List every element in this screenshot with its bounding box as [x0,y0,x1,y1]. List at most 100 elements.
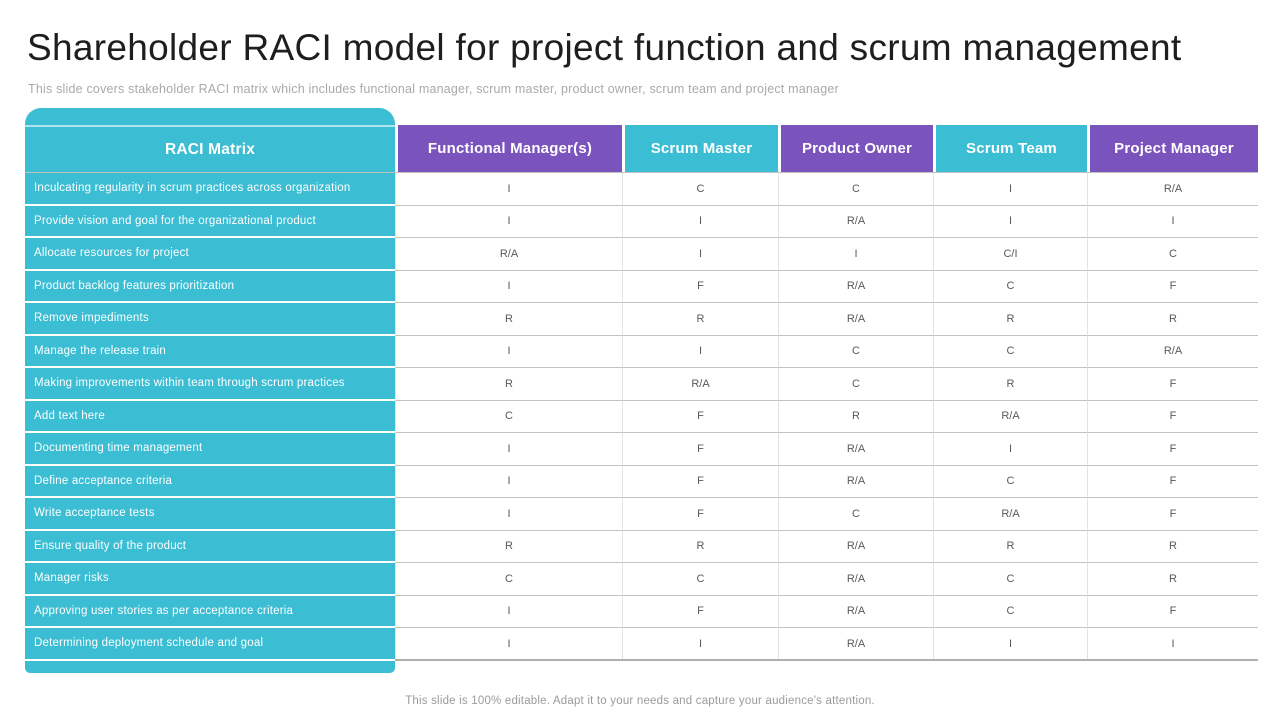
raci-cell: R [395,368,622,401]
table-row: Inculcating regularity in scrum practice… [25,173,1258,206]
table-header-row: RACI Matrix Functional Manager(s) Scrum … [25,125,1258,172]
row-label: Ensure quality of the product [25,530,395,563]
column-header-product-owner: Product Owner [778,125,933,172]
table-row: Write acceptance tests I F C R/A F [25,498,1258,531]
raci-cell: R [778,400,933,433]
row-label: Product backlog features prioritization [25,270,395,303]
slide-subtitle: This slide covers stakeholder RACI matri… [28,82,839,96]
raci-cell: C [933,335,1087,368]
raci-cell: R/A [622,368,778,401]
raci-cell: R/A [395,238,622,271]
row-label: Making improvements within team through … [25,368,395,401]
raci-cell: R [395,530,622,563]
row-label: Provide vision and goal for the organiza… [25,205,395,238]
row-label: Add text here [25,400,395,433]
row-label: Approving user stories as per acceptance… [25,595,395,628]
raci-cell: I [395,498,622,531]
raci-cell: C [778,173,933,206]
raci-cell: R [1087,530,1258,563]
raci-cell: I [622,628,778,661]
column-header-scrum-master: Scrum Master [622,125,778,172]
raci-matrix-table: RACI Matrix Functional Manager(s) Scrum … [25,108,1258,673]
raci-cell: F [622,595,778,628]
raci-cell: I [395,173,622,206]
raci-cell: R/A [778,628,933,661]
raci-cell: R/A [778,303,933,336]
raci-cell: C [395,400,622,433]
raci-cell: R/A [933,400,1087,433]
raci-cell: C [778,335,933,368]
row-label: Inculcating regularity in scrum practice… [25,173,395,206]
raci-cell: F [1087,433,1258,466]
raci-cell: I [933,628,1087,661]
raci-cell: R [1087,303,1258,336]
raci-cell: R [622,303,778,336]
table-row: Determining deployment schedule and goal… [25,628,1258,661]
slide-title: Shareholder RACI model for project funct… [27,27,1182,68]
table-row: Ensure quality of the product R R R/A R … [25,530,1258,563]
raci-cell: R/A [778,270,933,303]
table-row: Making improvements within team through … [25,368,1258,401]
raci-cell: I [395,335,622,368]
raci-cell: I [622,205,778,238]
raci-cell: R/A [778,205,933,238]
raci-cell: F [1087,400,1258,433]
row-label: Manage the release train [25,335,395,368]
table-row: Define acceptance criteria I F R/A C F [25,465,1258,498]
raci-cell: I [395,270,622,303]
raci-cell: I [395,433,622,466]
raci-cell: R [933,303,1087,336]
raci-cell: F [622,465,778,498]
raci-cell: I [778,238,933,271]
raci-cell: R/A [1087,173,1258,206]
raci-cell: R/A [778,433,933,466]
table-body: Inculcating regularity in scrum practice… [25,172,1258,661]
raci-cell: R [395,303,622,336]
column-header-project-manager: Project Manager [1087,125,1258,172]
raci-cell: F [622,433,778,466]
raci-cell: I [1087,628,1258,661]
raci-cell: R [622,530,778,563]
raci-cell: I [1087,205,1258,238]
row-label: Write acceptance tests [25,498,395,531]
raci-cell: R/A [778,563,933,596]
column-header-raci-matrix: RACI Matrix [25,125,395,172]
table-row: Documenting time management I F R/A I F [25,433,1258,466]
raci-cell: R/A [778,530,933,563]
raci-cell: C/I [933,238,1087,271]
row-label: Remove impediments [25,303,395,336]
table-row: Approving user stories as per acceptance… [25,595,1258,628]
raci-cell: R/A [778,595,933,628]
raci-cell: F [622,498,778,531]
raci-cell: I [933,433,1087,466]
raci-cell: R/A [933,498,1087,531]
raci-cell: I [622,238,778,271]
raci-cell: F [1087,595,1258,628]
table-row: Provide vision and goal for the organiza… [25,205,1258,238]
raci-cell: I [395,595,622,628]
raci-cell: C [933,465,1087,498]
row-label: Allocate resources for project [25,238,395,271]
raci-cell: I [395,628,622,661]
table-row: Allocate resources for project R/A I I C… [25,238,1258,271]
table-bottom-shadow [395,659,1258,661]
column-header-functional-manager: Functional Manager(s) [395,125,622,172]
raci-cell: C [622,563,778,596]
row-label: Determining deployment schedule and goal [25,628,395,661]
raci-cell: R [1087,563,1258,596]
raci-cell: C [1087,238,1258,271]
raci-cell: C [778,368,933,401]
raci-cell: C [933,563,1087,596]
slide-footer-note: This slide is 100% editable. Adapt it to… [405,695,875,707]
raci-cell: I [933,173,1087,206]
raci-cell: I [933,205,1087,238]
table-row: Product backlog features prioritization … [25,270,1258,303]
raci-cell: I [395,465,622,498]
raci-cell: F [622,400,778,433]
raci-cell: R/A [1087,335,1258,368]
row-label: Define acceptance criteria [25,465,395,498]
raci-cell: F [1087,498,1258,531]
raci-cell: I [395,205,622,238]
raci-cell: F [1087,270,1258,303]
